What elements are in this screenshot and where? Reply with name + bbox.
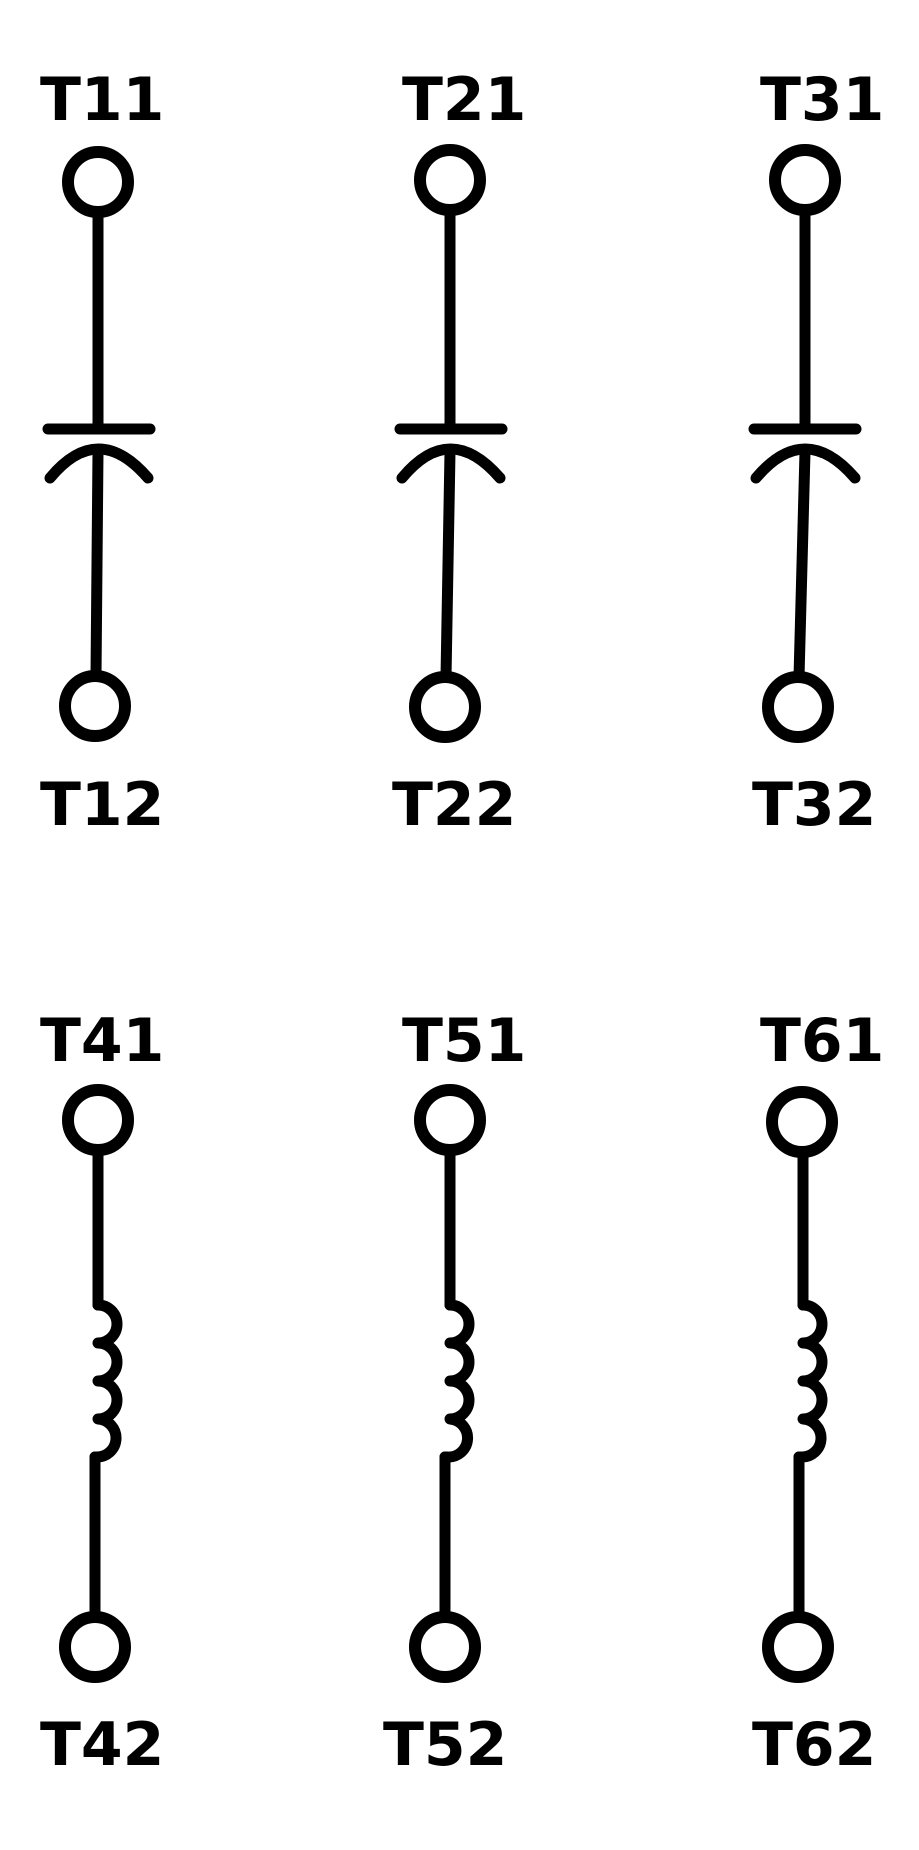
terminal-top xyxy=(769,144,841,216)
terminal-label-bottom: T32 xyxy=(752,770,876,840)
capacitor-2: T21 T22 xyxy=(392,65,526,840)
terminal-label-top: T41 xyxy=(40,1006,164,1076)
terminal-label-top: T11 xyxy=(40,65,164,135)
terminal-bottom xyxy=(59,670,131,742)
terminal-label-top: T51 xyxy=(402,1006,526,1076)
inductor-1: T41 T42 xyxy=(40,1006,164,1780)
terminal-label-bottom: T12 xyxy=(40,770,164,840)
terminal-label-top: T21 xyxy=(402,65,526,135)
terminal-top xyxy=(62,146,134,218)
terminal-label-bottom: T62 xyxy=(752,1710,876,1780)
terminal-label-top: T31 xyxy=(760,65,884,135)
terminal-bottom xyxy=(409,1611,481,1683)
capacitor-3: T31 T32 xyxy=(748,65,884,840)
capacitor-1: T11 T12 xyxy=(40,65,164,840)
terminal-label-bottom: T22 xyxy=(392,770,516,840)
terminal-bottom xyxy=(59,1611,131,1683)
terminal-label-bottom: T42 xyxy=(40,1710,164,1780)
terminal-bottom xyxy=(762,1611,834,1683)
inductor-coil xyxy=(439,1299,475,1463)
inductor-2: T51 T52 xyxy=(383,1006,526,1780)
terminal-bottom xyxy=(762,671,834,743)
inductor-coil xyxy=(793,1299,828,1463)
inductor-3: T61 T62 xyxy=(752,1006,884,1780)
inductor-coil xyxy=(89,1299,123,1463)
terminal-label-bottom: T52 xyxy=(383,1710,507,1780)
terminal-bottom xyxy=(409,671,481,743)
terminal-top xyxy=(766,1086,838,1158)
terminal-top xyxy=(62,1084,134,1156)
terminal-top xyxy=(414,144,486,216)
terminal-top xyxy=(414,1084,486,1156)
terminal-label-top: T61 xyxy=(760,1006,884,1076)
